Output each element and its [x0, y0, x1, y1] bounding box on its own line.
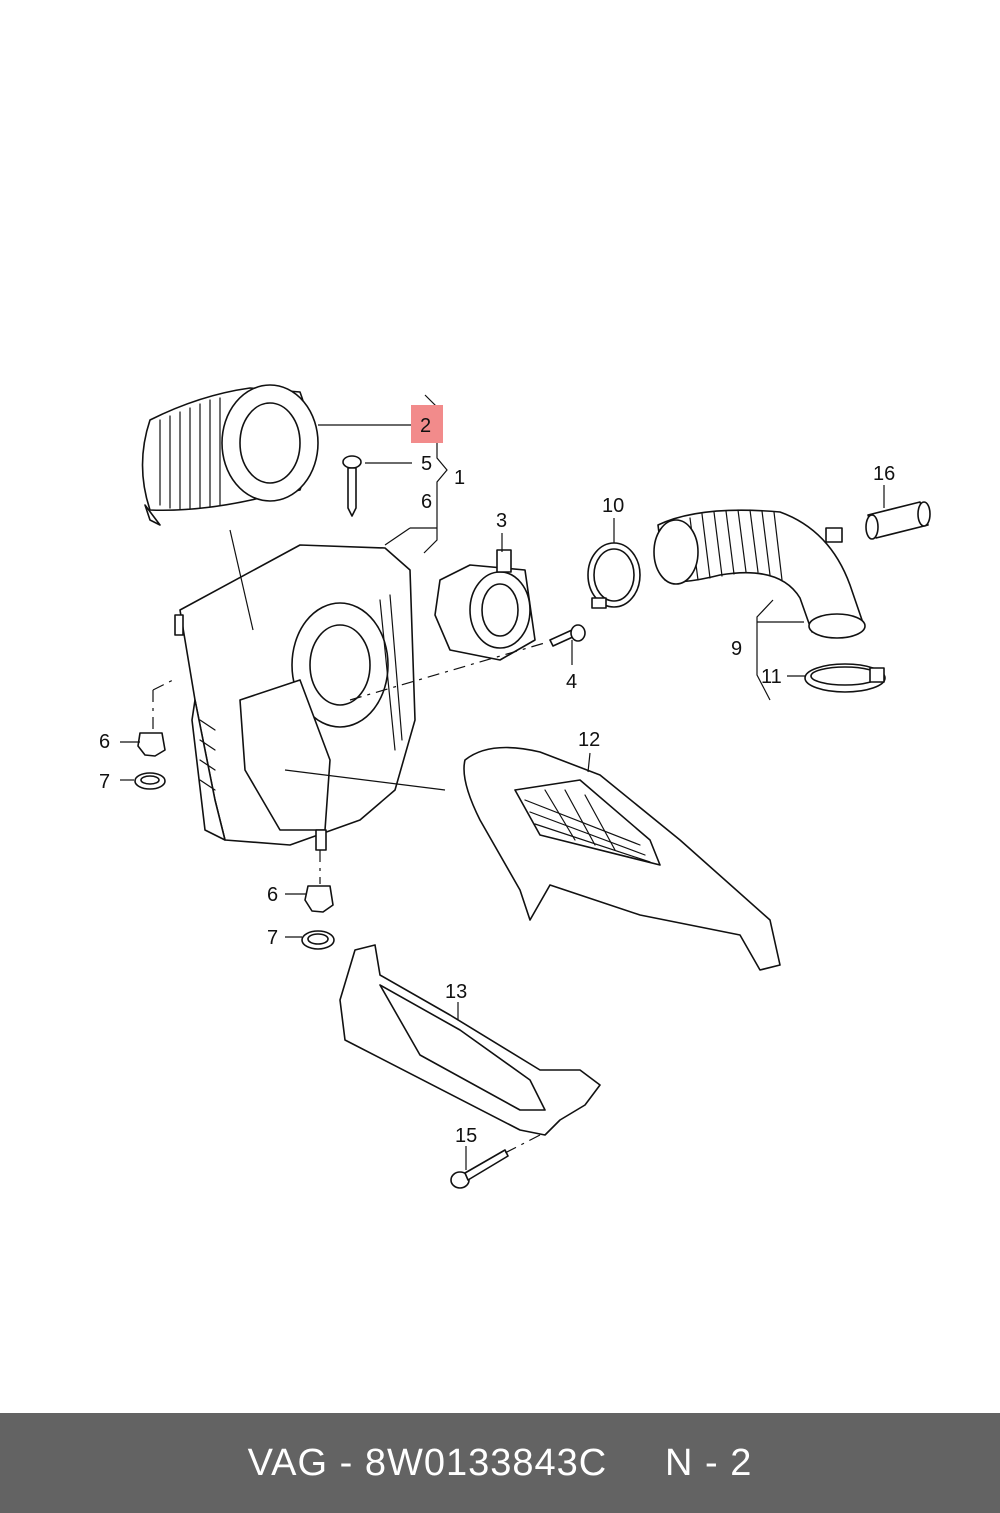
air-duct-13 — [339, 944, 601, 1136]
callout-4: 4 — [566, 671, 577, 693]
callout-9: 9 — [731, 638, 742, 660]
callout-1: 1 — [454, 467, 465, 489]
callout-16: 16 — [873, 463, 895, 485]
callout-12: 12 — [578, 729, 600, 751]
selected-part-highlight — [411, 405, 443, 443]
air-guide-12 — [463, 746, 781, 971]
intake-hose — [653, 509, 866, 639]
part-number: 8W0133843C — [364, 1441, 608, 1484]
hose-clamp-10 — [587, 542, 641, 609]
brand-separator: - — [339, 1441, 354, 1484]
page-label: N - 2 — [665, 1441, 753, 1484]
exploded-parts-diagram: 1 2 3 4 5 6 6 6 7 7 9 10 11 12 13 15 16 — [99, 384, 931, 1189]
screw-5 — [342, 455, 362, 517]
air-filter-housing — [174, 544, 416, 851]
ring-7-left — [134, 772, 166, 790]
callout-15: 15 — [455, 1125, 477, 1147]
air-mass-meter — [434, 549, 536, 661]
screw-4 — [549, 624, 586, 647]
callout-7-left: 7 — [99, 771, 110, 793]
callout-7-bottom: 7 — [267, 927, 278, 949]
hose-clamp-11 — [804, 663, 886, 693]
callout-6-top: 6 — [421, 491, 432, 513]
air-filter-element — [141, 384, 319, 526]
callout-6-bottom: 6 — [267, 884, 278, 906]
assembly-lines — [152, 641, 549, 1154]
sleeve-16 — [865, 501, 931, 540]
callout-13: 13 — [445, 981, 467, 1003]
part-number-footer: VAG - 8W0133843C N - 2 — [0, 1413, 1000, 1513]
grommet-6-bottom — [304, 885, 334, 913]
callout-6-left: 6 — [99, 731, 110, 753]
callout-10: 10 — [602, 495, 624, 517]
callout-2: 2 — [420, 415, 431, 437]
brand-label: VAG — [247, 1441, 329, 1484]
screw-15 — [450, 1149, 509, 1189]
callout-11: 11 — [761, 666, 782, 688]
callout-3: 3 — [496, 510, 507, 532]
ring-7-bottom — [301, 930, 335, 950]
callout-5: 5 — [421, 453, 432, 475]
grommet-6-left — [137, 732, 166, 757]
